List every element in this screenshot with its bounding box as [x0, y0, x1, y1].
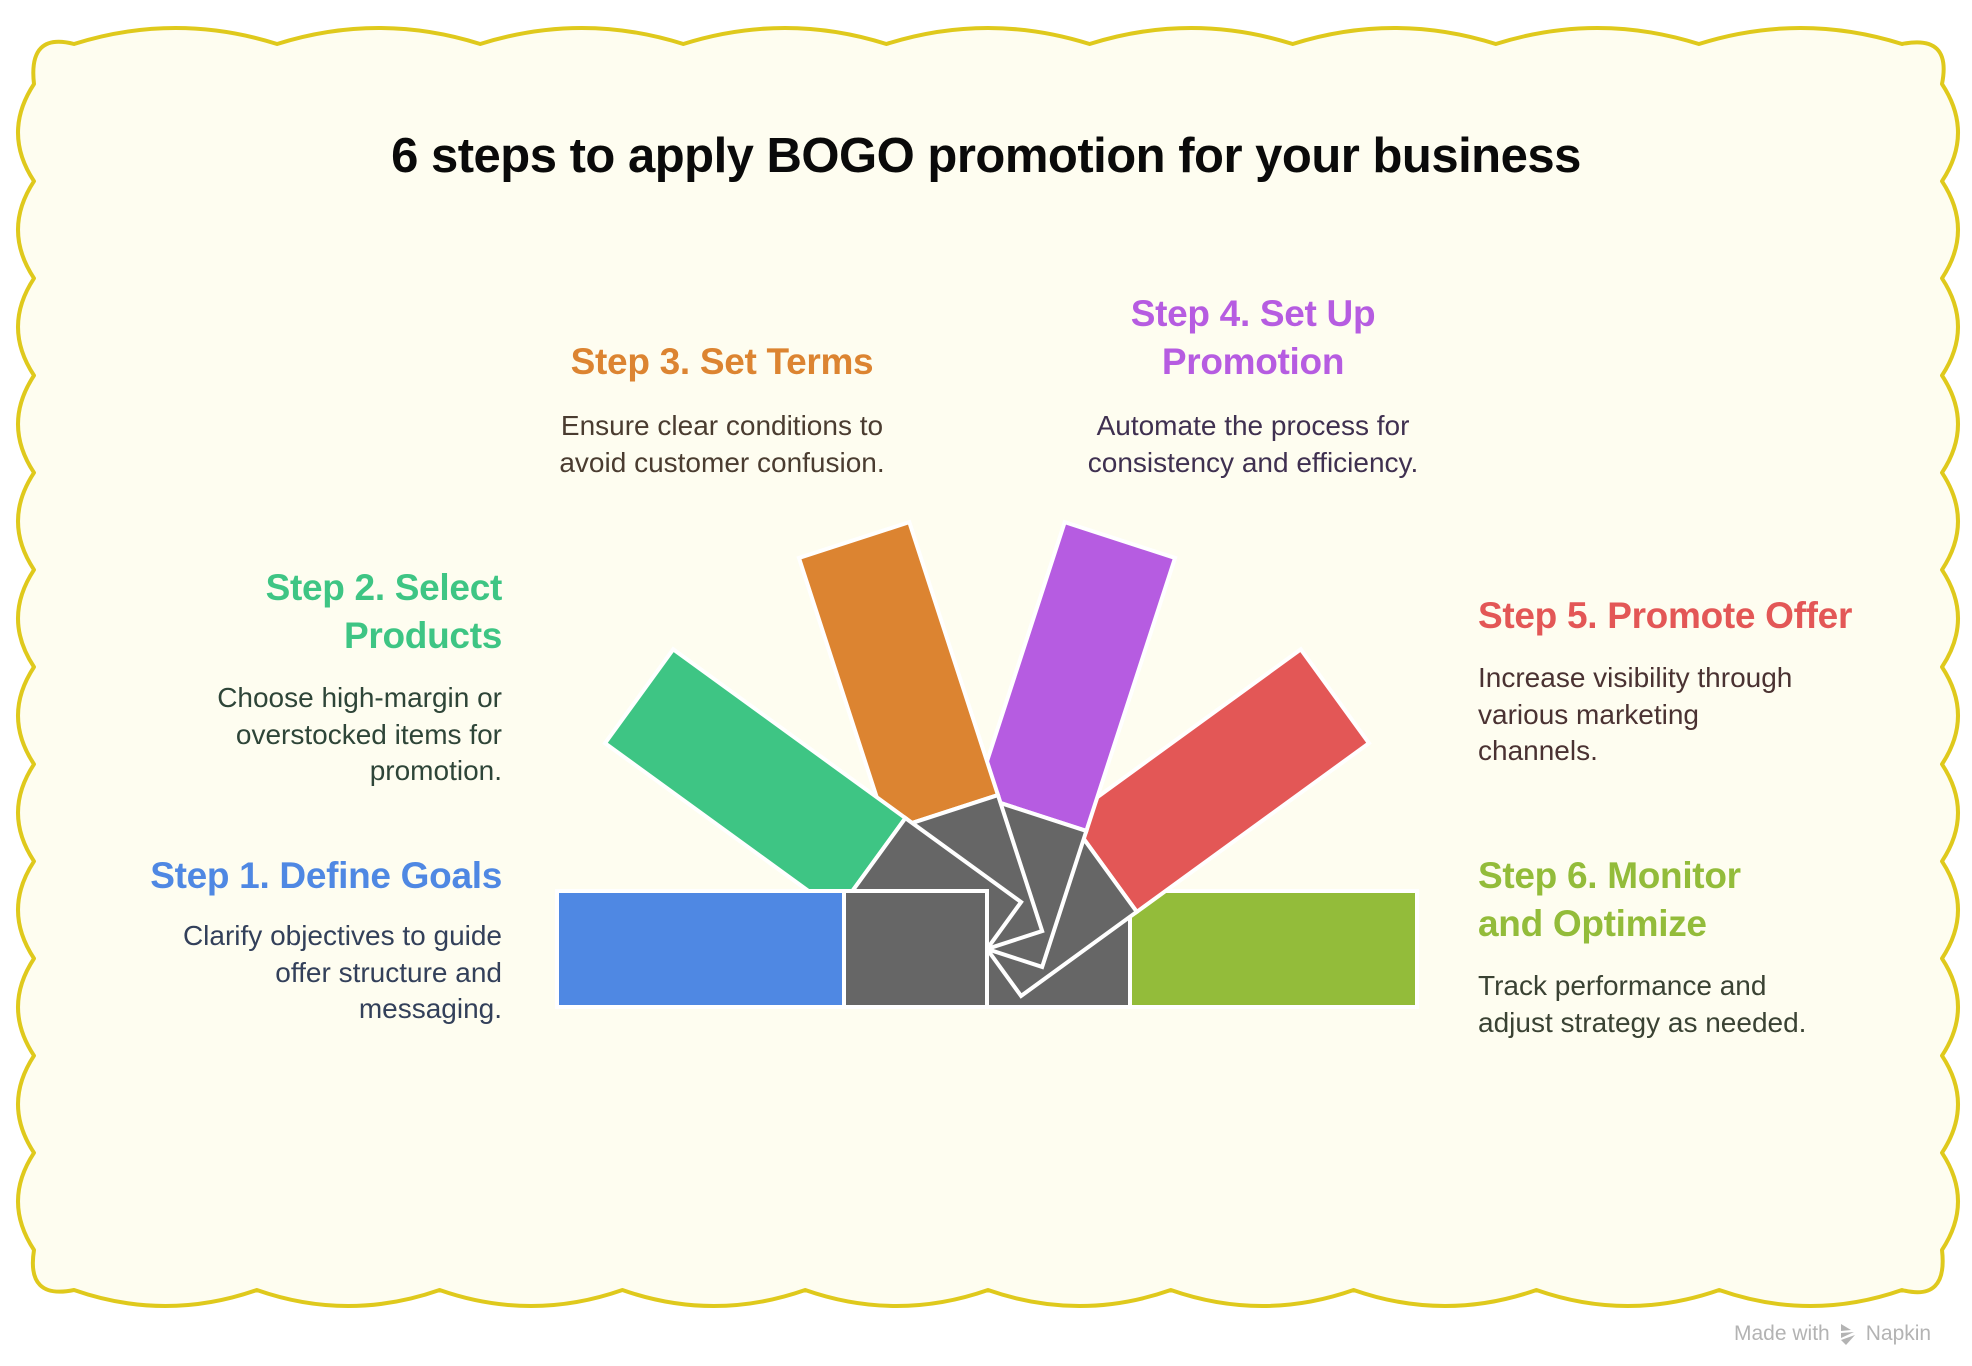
step-6-description: Track performance and adjust strategy as…: [1478, 968, 1918, 1041]
step-1-block: Step 1. Define Goals Clarify objectives …: [82, 852, 502, 1028]
step-3-description: Ensure clear conditions to avoid custome…: [522, 408, 922, 481]
made-with-label: Made with: [1734, 1322, 1830, 1345]
step-6-block: Step 6. Monitor and Optimize Track perfo…: [1478, 852, 1918, 1041]
step-5-block: Step 5. Promote Offer Increase visibilit…: [1478, 592, 1918, 770]
step-6-title-line: Step 6. Monitor: [1478, 855, 1741, 896]
step-1-desc-line: messaging.: [358, 993, 502, 1024]
step-1-title: Step 1. Define Goals: [150, 855, 502, 896]
step-6-title: Step 6. Monitor and Optimize: [1478, 852, 1918, 948]
step-1-desc-line: offer structure and: [275, 956, 502, 988]
step-2-title-line: Products: [344, 615, 502, 656]
step-2-block: Step 2. Select Products Choose high-marg…: [82, 564, 502, 790]
step-2-desc-line: overstocked items for: [235, 718, 502, 750]
step-2-desc-line: Choose high-margin or: [217, 682, 502, 713]
step-2-desc-line: promotion.: [369, 755, 502, 786]
step-4-desc-line: Automate the process for: [1096, 410, 1410, 441]
step-5-desc-line: channels.: [1478, 735, 1598, 766]
step-4-block: Step 4. Set Up Promotion Automate the pr…: [1053, 290, 1453, 481]
page-title: 6 steps to apply BOGO promotion for your…: [391, 129, 1581, 183]
step-5-desc-line: Increase visibility through: [1478, 662, 1793, 693]
step-1-color-segment: [555, 889, 846, 1009]
step-1-description: Clarify objectives to guide offer struct…: [82, 918, 502, 1028]
napkin-logo-icon: [1840, 1324, 1855, 1345]
step-5-description: Increase visibility through various mark…: [1478, 660, 1918, 770]
step-1-desc-line: Clarify objectives to guide: [182, 920, 502, 951]
scalloped-frame: [16, 26, 1960, 1308]
step-3-block: Step 3. Set Terms Ensure clear condition…: [522, 338, 922, 481]
step-1-hub-segment: [842, 889, 989, 1009]
step-1-bar: [555, 889, 989, 1009]
step-4-title: Step 4. Set Up Promotion: [1053, 290, 1453, 386]
step-3-title: Step 3. Set Terms: [570, 341, 874, 382]
step-6-desc-line: adjust strategy as needed.: [1478, 1006, 1807, 1038]
step-3-desc-line: avoid customer confusion.: [559, 446, 885, 478]
step-4-desc-line: consistency and efficiency.: [1087, 446, 1419, 478]
made-with-napkin-footer[interactable]: Made with Napkin: [1734, 1322, 1931, 1346]
napkin-brand-label: Napkin: [1865, 1322, 1932, 1345]
step-6-desc-line: Track performance and: [1478, 970, 1767, 1001]
step-4-title-line: Promotion: [1161, 341, 1345, 382]
step-4-title-line: Step 4. Set Up: [1130, 293, 1376, 334]
step-2-title-line: Step 2. Select: [265, 567, 503, 608]
step-5-title: Step 5. Promote Offer: [1478, 595, 1853, 636]
step-fan-diagram: [555, 519, 1419, 1009]
step-5-desc-line: various marketing: [1478, 698, 1699, 730]
step-6-color-segment: [1128, 889, 1419, 1009]
step-2-description: Choose high-margin or overstocked items …: [82, 680, 502, 790]
step-4-description: Automate the process for consistency and…: [1053, 408, 1453, 481]
step-6-title-line: and Optimize: [1478, 903, 1707, 944]
step-2-title: Step 2. Select Products: [82, 564, 503, 660]
step-3-desc-line: Ensure clear conditions to: [560, 410, 884, 441]
